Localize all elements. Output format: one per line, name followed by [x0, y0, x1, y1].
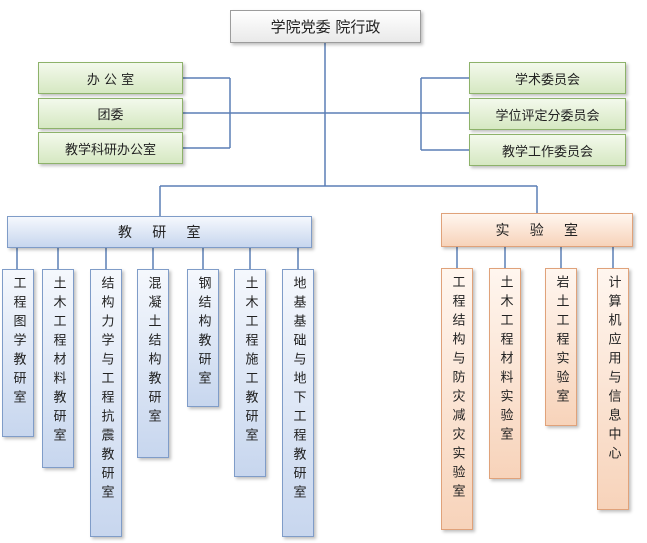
teaching-unit-box: 土木工程施工教研室 — [234, 269, 266, 477]
lab-unit-label: 工程结构与防灾减灾实验室 — [449, 275, 465, 503]
lab-unit-label: 土木工程材料实验室 — [497, 275, 513, 446]
teaching-unit-box: 工程图学教研室 — [2, 269, 34, 437]
teaching-unit-box: 混凝土结构教研室 — [137, 269, 169, 458]
lab-unit-box: 计算机应用与信息中心 — [597, 268, 629, 510]
teaching-unit-box: 钢结构教研室 — [187, 269, 219, 407]
committee-box-degree: 学位评定分委员会 — [469, 98, 626, 130]
teaching-unit-label: 土木工程施工教研室 — [242, 276, 258, 447]
laboratory-header: 实 验 室 — [441, 213, 633, 247]
teaching-research-header: 教 研 室 — [7, 216, 312, 248]
teaching-unit-box: 结构力学与工程抗震教研室 — [90, 269, 122, 537]
top-leadership-box: 学院党委 院行政 — [230, 10, 421, 43]
teaching-unit-box: 地基基础与地下工程教研室 — [282, 269, 314, 537]
lab-unit-box: 工程结构与防灾减灾实验室 — [441, 268, 473, 530]
committee-box-academic: 学术委员会 — [469, 62, 626, 94]
teaching-unit-box: 土木工程材料教研室 — [42, 269, 74, 468]
office-box-teaching-research: 教学科研办公室 — [38, 132, 183, 164]
committee-box-teaching-work: 教学工作委员会 — [469, 134, 626, 166]
office-box-general: 办 公 室 — [38, 62, 183, 94]
teaching-unit-label: 工程图学教研室 — [10, 276, 26, 409]
lab-unit-box: 土木工程材料实验室 — [489, 268, 521, 479]
teaching-unit-label: 钢结构教研室 — [195, 276, 211, 390]
lab-unit-label: 计算机应用与信息中心 — [605, 275, 621, 465]
teaching-unit-label: 土木工程材料教研室 — [50, 276, 66, 447]
teaching-unit-label: 混凝土结构教研室 — [145, 276, 161, 428]
teaching-unit-label: 结构力学与工程抗震教研室 — [98, 276, 114, 504]
office-box-youth-league: 团委 — [38, 98, 183, 129]
lab-unit-label: 岩土工程实验室 — [553, 275, 569, 408]
lab-unit-box: 岩土工程实验室 — [545, 268, 577, 426]
teaching-unit-label: 地基基础与地下工程教研室 — [290, 276, 306, 504]
